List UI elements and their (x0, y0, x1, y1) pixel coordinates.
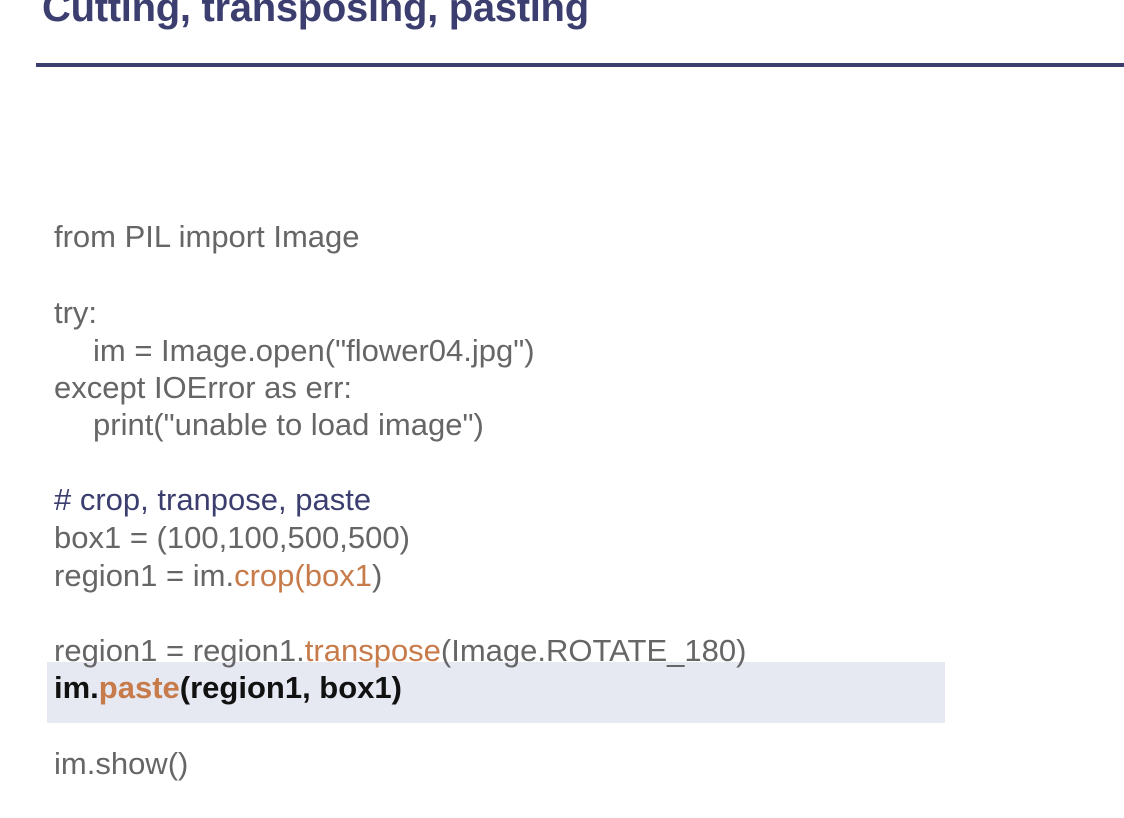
transpose-method: transpose (304, 633, 441, 668)
crop-arg: box1 (304, 558, 372, 593)
crop-prefix: region1 = im. (54, 558, 235, 593)
code-line-open: im = Image.open("flower04.jpg") (93, 333, 535, 368)
code-block: from PIL import Image try: im = Image.op… (54, 0, 1054, 818)
code-line-show: im.show() (54, 746, 189, 781)
code-line-print: print("unable to load image") (93, 407, 484, 442)
crop-paren-close: ) (371, 558, 383, 593)
code-line-import: from PIL import Image (54, 219, 360, 254)
title-underline (36, 63, 1124, 67)
paste-method: paste (98, 670, 180, 705)
crop-paren-open: ( (294, 558, 305, 593)
code-line-transpose: region1 = region1.transpose(Image.ROTATE… (54, 632, 746, 670)
paste-suffix: (region1, box1) (179, 670, 402, 705)
code-line-paste: im.paste(region1, box1) (54, 669, 402, 707)
paste-prefix: im. (54, 670, 99, 705)
current-line-highlight (47, 662, 945, 723)
code-line-try: try: (54, 295, 98, 330)
code-line-except: except IOError as err: (54, 370, 353, 405)
slide-title: Cutting, transposing, pasting (42, 0, 589, 30)
code-line-comment: # crop, tranpose, paste (54, 482, 372, 517)
transpose-suffix: (Image.ROTATE_180) (440, 633, 747, 668)
code-line-box: box1 = (100,100,500,500) (54, 520, 410, 555)
crop-method: crop (234, 558, 295, 593)
code-line-crop: region1 = im.crop(box1) (54, 557, 382, 595)
transpose-prefix: region1 = region1. (54, 633, 305, 668)
